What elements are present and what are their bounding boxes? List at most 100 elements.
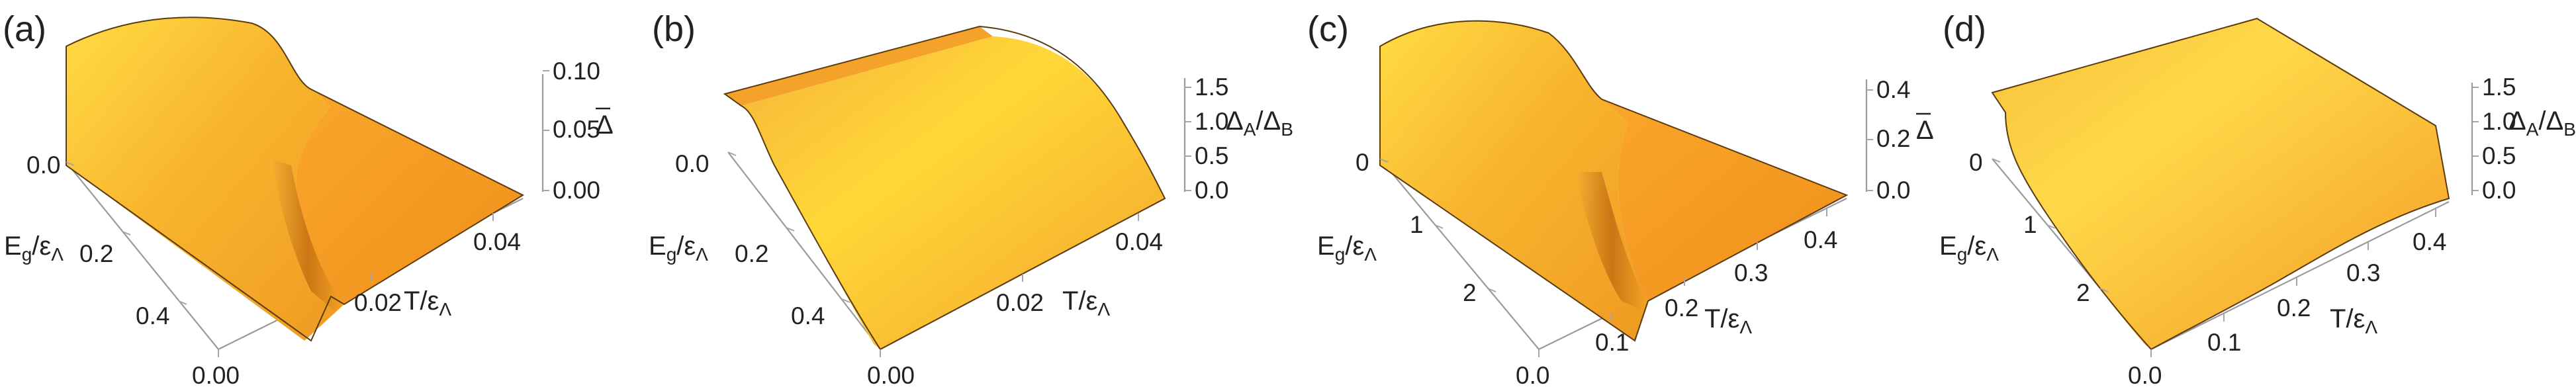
y-tick-label: 0.0 — [1516, 362, 1549, 387]
surface-high-plateau — [1380, 21, 1648, 341]
z-ticks: 0.0 0.2 0.4 — [1866, 76, 1910, 204]
x-ticks: 0.0 0.2 0.4 — [26, 151, 187, 329]
x-axis-line — [727, 151, 881, 350]
surface-low-plateau — [1602, 99, 1847, 301]
panel-b: (b) Eg/εΛ T/εΛ ΔA/ΔB 0.0 0.2 0.4 0.00 0.… — [649, 9, 1293, 387]
x-ticks: 0 1 2 — [1969, 149, 2109, 306]
y-ticks: 0.0 0.1 0.2 0.3 0.4 — [2128, 209, 2446, 387]
x-tick-label: 1 — [1410, 211, 1424, 238]
z-axis-label: Δ — [596, 110, 614, 140]
panel-label: (b) — [652, 9, 696, 49]
y-tick-label: 0.2 — [1665, 294, 1698, 322]
surface-high-plateau — [66, 17, 344, 341]
x-tick-label: 0.0 — [675, 150, 709, 177]
y-tick-label: 0.3 — [1734, 259, 1768, 286]
x-tick-label: 2 — [2076, 279, 2090, 306]
z-tick-label: 1.0 — [1195, 108, 1228, 135]
y-tick-label: 0.02 — [996, 289, 1044, 316]
x-tick — [1379, 158, 1389, 163]
x-axis-label: Eg/εΛ — [1317, 232, 1377, 265]
y-ticks: 0.00 0.02 0.04 — [867, 213, 1163, 387]
x-tick-label: 2 — [1463, 279, 1477, 306]
y-axis-label: T/εΛ — [2330, 304, 2377, 337]
x-tick-label: 0.2 — [735, 240, 768, 267]
z-tick-label: 0.0 — [1876, 177, 1910, 204]
surface-edge — [1991, 17, 2450, 351]
x-axis-label: Eg/εΛ — [649, 232, 708, 265]
x-axis-label: Eg/εΛ — [4, 232, 64, 265]
y-tick-label: 0.04 — [1115, 228, 1163, 255]
surface-edge — [723, 25, 1166, 351]
z-tick-label: 0.4 — [1876, 76, 1910, 103]
surface-ridge — [1575, 172, 1648, 311]
x-axis-label: Eg/εΛ — [1939, 232, 1999, 265]
x-tick — [1992, 158, 2001, 163]
y-axis-label: T/εΛ — [1062, 286, 1110, 320]
surface-ridge — [271, 159, 344, 311]
z-tick-label: 0.2 — [1876, 125, 1910, 152]
z-axis-label: ΔA/ΔB — [2508, 107, 2576, 140]
x-axis-line — [66, 161, 219, 350]
x-tick — [2047, 224, 2056, 229]
x-tick — [727, 151, 737, 156]
y-axis-label: T/εΛ — [1704, 304, 1752, 337]
surface-main — [741, 36, 1165, 349]
x-tick — [1434, 224, 1444, 229]
z-tick-label: 0.10 — [553, 58, 600, 85]
x-tick-label: 0 — [1356, 149, 1369, 176]
x-tick — [178, 300, 187, 305]
z-tick-label: 1.0 — [2482, 108, 2516, 135]
surface-edge — [66, 17, 525, 342]
panel-a: (a) Eg/εΛ T/εΛ Δ 0.0 0.2 0.4 0.00 0.02 0… — [3, 9, 614, 387]
x-tick-label: 1 — [2023, 211, 2037, 238]
y-tick-label: 0.00 — [867, 362, 915, 387]
z-tick-label: 0.05 — [553, 116, 600, 143]
x-tick — [122, 231, 131, 236]
z-tick-label: 0.00 — [553, 177, 600, 204]
panel-d: (d) Eg/εΛ T/εΛ ΔA/ΔB 0 1 2 0.0 0.1 0.2 0… — [1939, 9, 2576, 387]
x-tick-label: 0.0 — [26, 151, 60, 179]
z-ticks: 0.0 0.5 1.0 1.5 — [2472, 73, 2516, 204]
z-axis-label: ΔA/ΔB — [1226, 107, 1293, 140]
x-tick — [2099, 288, 2109, 292]
y-axis-label: T/εΛ — [404, 286, 451, 320]
y-tick-label: 0.02 — [354, 289, 402, 316]
z-tick-label: 0.0 — [2482, 177, 2516, 204]
z-tick-label: 0.0 — [1195, 177, 1228, 204]
y-tick-label: 0.1 — [1595, 329, 1629, 356]
panel-label: (d) — [1943, 9, 1986, 49]
surface-top-strip — [725, 26, 993, 106]
z-ticks: 0.00 0.05 0.10 — [543, 58, 600, 204]
y-ticks: 0.0 0.1 0.2 0.3 0.4 — [1516, 208, 1837, 387]
z-ticks: 0.0 0.5 1.0 1.5 — [1185, 73, 1228, 204]
x-tick-label: 0.2 — [79, 240, 113, 267]
y-ticks: 0.00 0.02 0.04 — [192, 213, 521, 387]
x-tick — [786, 227, 795, 232]
x-tick — [1487, 288, 1496, 292]
y-tick-label: 0.1 — [2207, 329, 2241, 356]
x-ticks: 0.0 0.2 0.4 — [675, 150, 851, 329]
y-tick-label: 0.2 — [2277, 294, 2311, 322]
x-tick — [66, 161, 75, 166]
y-tick-label: 0.4 — [1804, 226, 1837, 253]
y-tick-label: 0.04 — [473, 228, 521, 255]
x-tick-label: 0 — [1969, 149, 1983, 176]
y-axis-line — [2150, 201, 2450, 350]
panel-label: (c) — [1307, 9, 1349, 49]
y-tick-label: 0.0 — [2128, 362, 2162, 387]
surface-main — [1992, 19, 2449, 349]
surface-edge — [1379, 20, 1849, 342]
x-ticks: 0 1 2 — [1356, 149, 1496, 306]
x-tick — [841, 298, 851, 303]
x-axis-line — [1379, 158, 1540, 350]
x-tick-label: 0.4 — [136, 302, 169, 329]
y-tick-label: 0.00 — [192, 362, 240, 387]
y-tick-label: 0.4 — [2413, 228, 2446, 255]
panel-label: (a) — [3, 9, 46, 49]
y-tick-label: 0.3 — [2346, 259, 2380, 286]
z-axis-label: Δ — [1916, 116, 1934, 145]
surface-low-plateau — [296, 89, 523, 304]
panel-c: (c) Eg/εΛ T/εΛ Δ 0 1 2 0.0 0.1 0.2 0.3 0… — [1307, 9, 1934, 387]
z-tick-label: 0.5 — [2482, 142, 2516, 169]
